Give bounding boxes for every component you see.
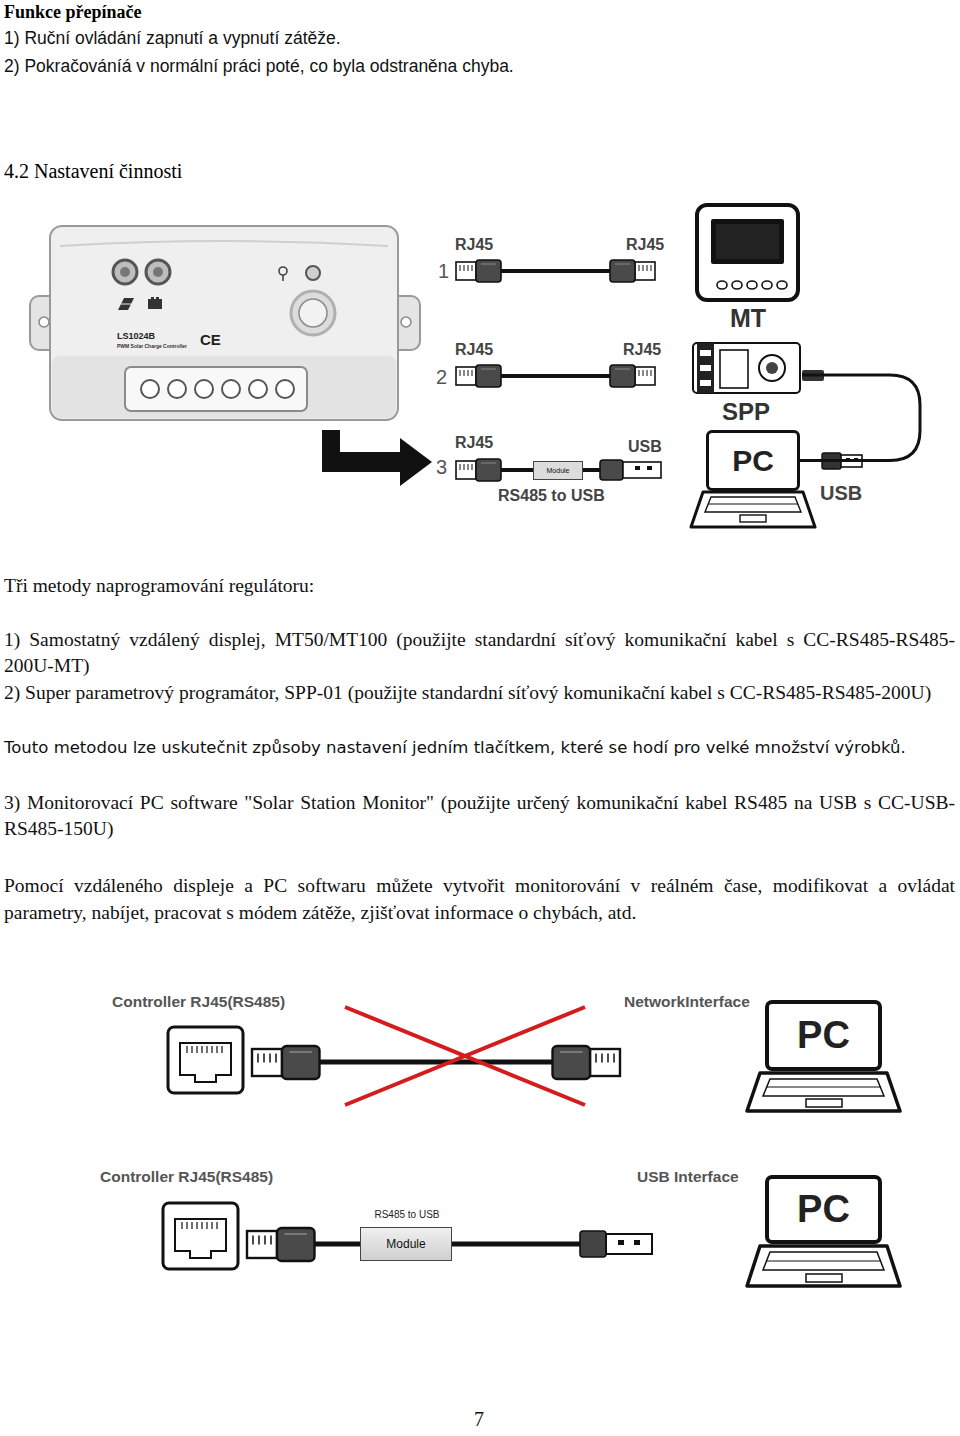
module-label: Module bbox=[386, 1237, 425, 1251]
text-slot: RJ45 bbox=[455, 236, 493, 254]
mt-display-drawing bbox=[697, 205, 798, 300]
paragraph: Tři metody naprogramování regulátoru: bbox=[4, 573, 954, 599]
ce-mark: CE bbox=[200, 331, 221, 348]
text-slot: 4.2 Nastavení činnosti bbox=[4, 160, 182, 183]
product-label: PWM Solar Charge Controller bbox=[117, 343, 187, 349]
paragraph: 1) Samostatný vzdálený displej, MT50/MT1… bbox=[4, 627, 955, 679]
text-slot: 7 bbox=[474, 1408, 484, 1431]
charge-controller: LS1024B PWM Solar Charge Controller CE bbox=[35, 225, 415, 420]
model-label: LS1024B bbox=[117, 331, 155, 341]
converter-module: Module bbox=[533, 461, 583, 480]
text-slot: Controller RJ45(RS485) bbox=[112, 993, 285, 1011]
port-label: USB Interface bbox=[637, 1168, 739, 1186]
paragraph: Touto metodou lze uskutečnit způsoby nas… bbox=[4, 735, 955, 761]
port-label: Controller RJ45(RS485) bbox=[112, 993, 285, 1011]
text-slot: 3) Monitorovací PC software "Solar Stati… bbox=[4, 790, 955, 842]
converter-module: RS485 to USBModule bbox=[360, 1227, 452, 1261]
red-cross bbox=[345, 1007, 585, 1105]
callout-number: 2 bbox=[436, 366, 447, 389]
network-cable bbox=[252, 1046, 620, 1079]
controller-drawing bbox=[30, 226, 420, 420]
text-slot: 2 bbox=[436, 366, 447, 389]
text-slot: Funkce přepínače bbox=[4, 2, 142, 23]
connector-label: USB bbox=[628, 438, 662, 456]
paragraph: Pomocí vzdáleného displeje a PC softwaru… bbox=[4, 872, 955, 926]
text-slot: USB Interface bbox=[637, 1168, 739, 1186]
pointer-arrow bbox=[322, 430, 432, 486]
laptop-base bbox=[747, 1246, 900, 1286]
laptop-base bbox=[747, 1073, 900, 1111]
text-slot: 2) Pokračováníá v normální práci poté, c… bbox=[4, 56, 514, 77]
text-slot: 1 bbox=[438, 260, 449, 283]
remote-display: MT bbox=[697, 205, 799, 333]
text-slot: USB bbox=[628, 438, 662, 456]
text-slot: RJ45 bbox=[626, 236, 664, 254]
section-heading: 4.2 Nastavení činnosti bbox=[4, 160, 182, 183]
rj45-socket bbox=[168, 1027, 243, 1093]
text-slot: USB bbox=[820, 482, 862, 505]
spp-programmer-drawing bbox=[693, 343, 824, 393]
text-slot: NetworkInterface bbox=[624, 993, 750, 1011]
text-slot: RJ45 bbox=[623, 341, 661, 359]
connector-label: RJ45 bbox=[455, 236, 493, 254]
pc-screen: PC bbox=[765, 1000, 882, 1071]
pc-label: PC bbox=[732, 444, 774, 478]
callout-number: 1 bbox=[438, 260, 449, 283]
text-slot: RJ45 bbox=[455, 434, 493, 452]
port-label: Controller RJ45(RS485) bbox=[100, 1168, 273, 1186]
pc-screen: PC bbox=[706, 430, 800, 491]
text-slot: Controller RJ45(RS485) bbox=[100, 1168, 273, 1186]
text-slot: SPP bbox=[690, 398, 802, 426]
text-slot: 1) Ruční ovládání zapnutí a vypnutí zátě… bbox=[4, 28, 341, 49]
rs485-usb-cable bbox=[456, 459, 661, 481]
section-heading: Funkce přepínače bbox=[4, 2, 142, 23]
pc-label: PC bbox=[797, 1188, 850, 1231]
pc-screen: PC bbox=[765, 1175, 882, 1244]
port-label: NetworkInterface bbox=[624, 993, 750, 1011]
paragraph: 3) Monitorovací PC software "Solar Stati… bbox=[4, 790, 955, 842]
text-slot: RS485 to USB bbox=[498, 487, 605, 505]
list-item: 1) Ruční ovládání zapnutí a vypnutí zátě… bbox=[4, 28, 341, 49]
rj45-socket bbox=[163, 1203, 238, 1269]
converter-label: RS485 to USB bbox=[498, 487, 605, 505]
text-slot: Pomocí vzdáleného displeje a PC softwaru… bbox=[4, 872, 955, 926]
text-slot: CE bbox=[200, 331, 221, 348]
text-slot: LS1024B bbox=[117, 331, 155, 341]
text-slot: Touto metodou lze uskutečnit způsoby nas… bbox=[4, 735, 955, 761]
callout-number: 3 bbox=[436, 456, 447, 479]
paragraph: 2) Super parametrový programátor, SPP-01… bbox=[4, 680, 955, 706]
text-slot: 1) Samostatný vzdálený displej, MT50/MT1… bbox=[4, 627, 955, 679]
connector-label: USB bbox=[820, 482, 862, 505]
usb-cable bbox=[800, 375, 920, 461]
rj45-cable bbox=[456, 260, 655, 282]
connector-label: RJ45 bbox=[626, 236, 664, 254]
text-slot: PWM Solar Charge Controller bbox=[117, 343, 187, 349]
text-slot: MT bbox=[697, 304, 799, 333]
connector-label: RJ45 bbox=[455, 341, 493, 359]
module-label: Module bbox=[547, 467, 570, 474]
laptop-base bbox=[691, 492, 815, 527]
device-label: MT bbox=[697, 304, 799, 333]
rs485-usb-cable bbox=[247, 1228, 652, 1261]
connector-label: RJ45 bbox=[623, 341, 661, 359]
text-slot: RJ45 bbox=[455, 341, 493, 359]
programmer: SPP bbox=[690, 340, 802, 430]
connector-label: RJ45 bbox=[455, 434, 493, 452]
pc-label: PC bbox=[797, 1014, 850, 1057]
text-slot: 3 bbox=[436, 456, 447, 479]
text-slot: RS485 to USB bbox=[361, 1209, 453, 1220]
list-item: 2) Pokračováníá v normální práci poté, c… bbox=[4, 56, 514, 77]
page-number: 7 bbox=[474, 1408, 484, 1431]
rj45-cable bbox=[456, 365, 655, 387]
text-slot: 2) Super parametrový programátor, SPP-01… bbox=[4, 680, 955, 706]
device-label: SPP bbox=[690, 398, 802, 426]
text-slot: Tři metody naprogramování regulátoru: bbox=[4, 573, 954, 599]
module-heading: RS485 to USB bbox=[361, 1209, 453, 1220]
